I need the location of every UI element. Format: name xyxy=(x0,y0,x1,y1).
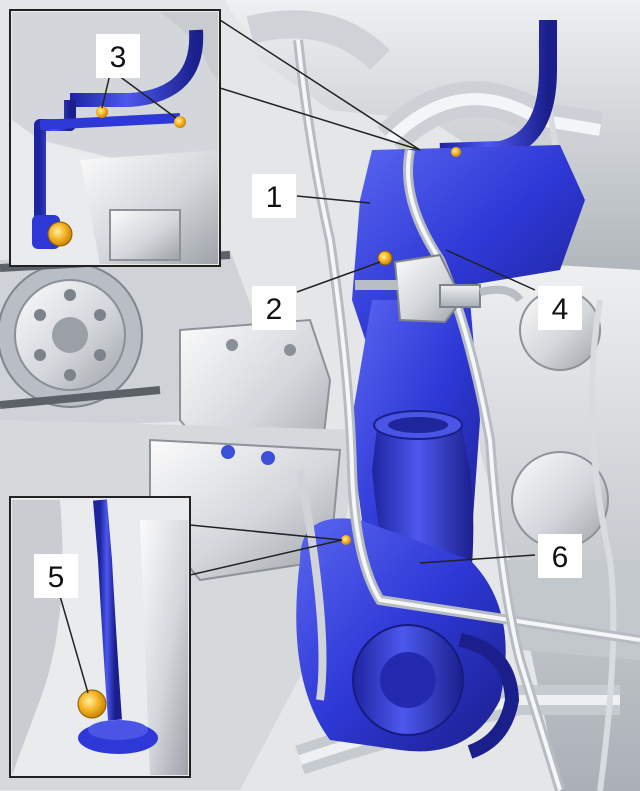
callout-6: 6 xyxy=(538,534,582,578)
callout-4: 4 xyxy=(538,286,582,330)
svg-text:5: 5 xyxy=(48,561,65,594)
svg-text:4: 4 xyxy=(552,293,569,326)
callout-3: 3 xyxy=(96,34,140,78)
callout-2: 2 xyxy=(252,286,296,330)
pipe-1 xyxy=(293,39,640,791)
inset-detail-5 xyxy=(9,496,191,778)
bolt-pipe-top xyxy=(451,147,461,157)
callout-5: 5 xyxy=(34,554,78,598)
svg-text:3: 3 xyxy=(110,41,127,74)
svg-text:1: 1 xyxy=(266,181,283,214)
svg-text:6: 6 xyxy=(552,541,569,574)
bolt-2 xyxy=(377,250,393,266)
leader-lines xyxy=(59,19,536,694)
inset-detail-3 xyxy=(9,9,221,267)
bolt-6-mount xyxy=(341,535,351,545)
callout-1: 1 xyxy=(252,174,296,218)
solenoid-valve xyxy=(355,253,524,324)
pulley xyxy=(0,262,143,408)
svg-text:2: 2 xyxy=(266,293,283,326)
